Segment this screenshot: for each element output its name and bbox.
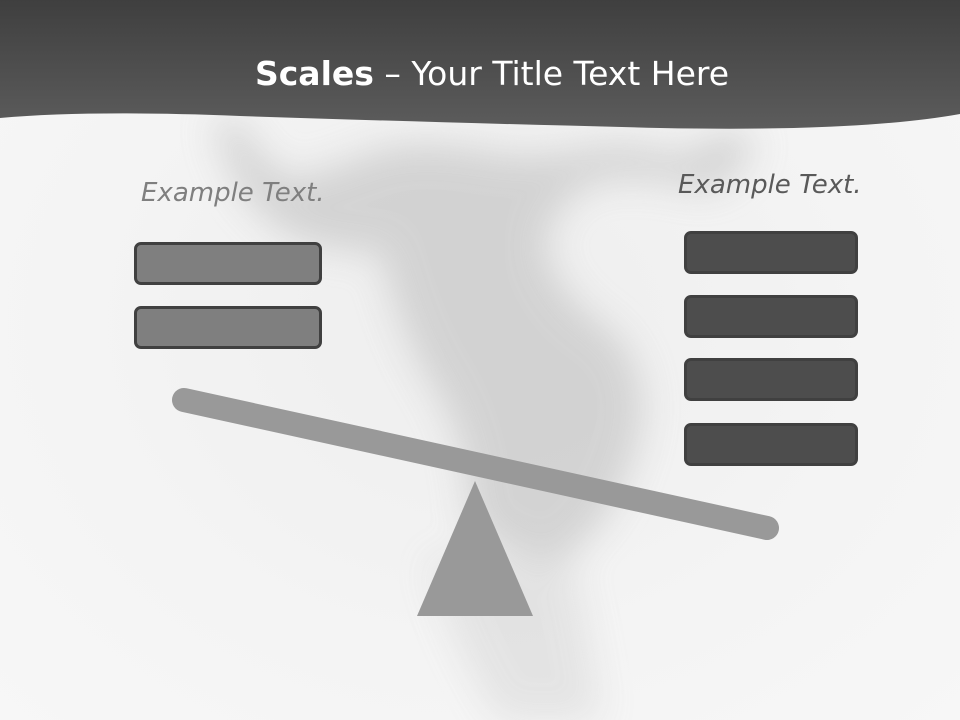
scale-beam [172,388,779,540]
right-weight-box [684,295,858,338]
title-rest-part: – Your Title Text Here [373,54,730,93]
page-title: Scales – Your Title Text Here [0,52,960,96]
left-weight-box [134,306,322,349]
left-weight-box [134,242,322,285]
right-weight-box [684,231,858,274]
scale-fulcrum [417,481,533,616]
right-weight-box [684,358,858,401]
title-banner [0,0,960,129]
left-label: Example Text. [141,178,325,208]
title-bold-part: Scales [254,54,374,93]
right-label: Example Text. [678,170,862,200]
right-weight-box [684,423,858,466]
